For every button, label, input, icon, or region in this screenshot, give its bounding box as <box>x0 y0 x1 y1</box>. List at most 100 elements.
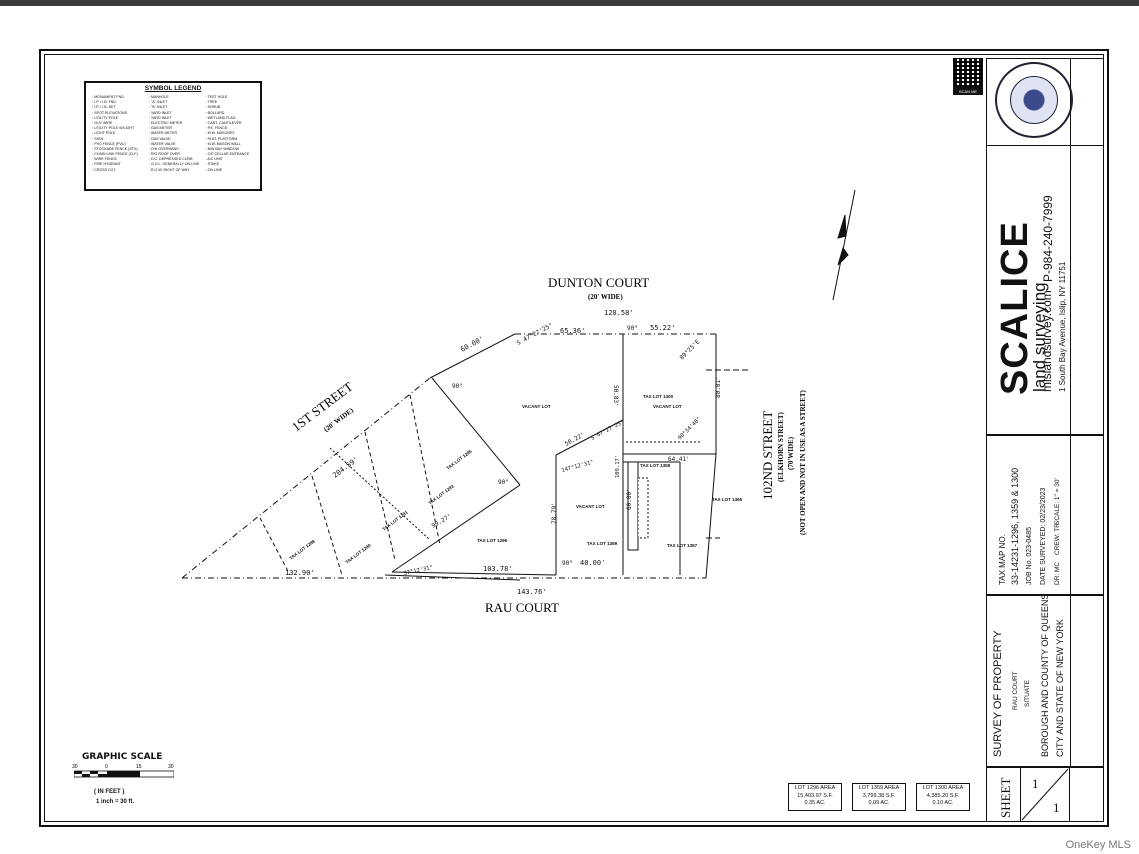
legend-item: MONUMENT FND <box>92 95 147 100</box>
street-rau-label: RAU COURT <box>485 600 559 615</box>
sheet-label: SHEET <box>998 777 1013 818</box>
lot-line-2 <box>431 377 521 486</box>
dim-90-34: 90°34'48" <box>677 416 702 441</box>
legend-item: "A"-INLET <box>149 100 204 105</box>
legend-item: GAS VALVE <box>149 137 204 142</box>
drawn-by: DR: MC <box>1054 561 1061 585</box>
interior-lot-3 <box>364 431 396 561</box>
date-surveyed: DATE SURVEYED: 02/23/2023 <box>1040 487 1047 585</box>
lot-1296: TAX LOT 1296 <box>477 538 508 543</box>
watermark: OneKey MLS <box>1065 839 1131 851</box>
interior-lot-5 <box>329 447 431 541</box>
legend-item: ON LINE <box>205 168 260 173</box>
lot-1300: TAX LOT 1300 <box>643 394 674 399</box>
interior-lot-4 <box>409 394 441 546</box>
area-sf: 15,403.97 S.F. <box>797 793 833 799</box>
scale-ratio: 1 inch = 30 ft. <box>96 799 135 805</box>
legend-item: STAKE <box>205 162 260 167</box>
qr-label: SCAN ME <box>953 88 983 95</box>
legend-item: SIGN <box>92 137 147 142</box>
dim-147-12: 147°12'31" <box>561 460 595 474</box>
lot-a: TAX LOT 1283 <box>428 483 456 505</box>
scale-units: ( IN FEET ) <box>94 789 125 795</box>
dim-40-00: 40.00' <box>580 559 605 567</box>
sheet-number-box <box>1020 767 1070 822</box>
scale-tick: 0 <box>105 764 108 770</box>
sheet-number: 1 <box>1032 776 1039 791</box>
dim-bearing-a: S 47°27'25" <box>516 322 554 347</box>
legend-item: M.W. MASONRY <box>205 131 260 136</box>
legend-item: WATER METER <box>149 131 204 136</box>
legend-item: P.E. FENCE <box>205 126 260 131</box>
street-102nd-note: (NOT OPEN AND NOT IN USE AS A STREET) <box>799 389 807 535</box>
top-bar <box>0 0 1139 6</box>
dim-109-17: 109.17' <box>615 455 621 478</box>
lot-line-12 <box>705 453 717 579</box>
area-box-1296: LOT 1296 AREA 15,403.97 S.F. 0.35 AC. <box>788 783 842 811</box>
north-arrow <box>832 189 856 301</box>
company-address: 1 South Bay Avenue, Islip, NY 11751 <box>1058 261 1067 392</box>
company-website[interactable]: mlslandsurvey.com <box>1040 290 1054 392</box>
street-dunton-label: DUNTON COURT <box>548 275 649 290</box>
legend-item: UTILITY POLE <box>92 116 147 121</box>
legend-item: TEST HOLE <box>205 95 260 100</box>
job-number: JOB No. 023-0485 <box>1026 527 1033 585</box>
survey-title: SURVEY OF PROPERTY <box>992 630 1004 757</box>
legend-item: C/E CELLAR ENTRANCE <box>205 152 260 157</box>
surveyor-seal-icon <box>995 62 1073 138</box>
seal-emblem-icon <box>1010 76 1058 124</box>
dim-55-22: 55.22' <box>650 324 675 332</box>
area-title: LOT 1359 AREA <box>858 785 900 791</box>
area-title: LOT 1300 AREA <box>922 785 964 791</box>
survey-situate: SITUATE <box>1024 680 1031 707</box>
area-sf: 4,385.20 S.F. <box>926 793 960 799</box>
dim-90-mid: 90° <box>498 479 509 486</box>
dim-37-12: 37°12'31" <box>403 565 433 577</box>
legend-item: MANHOLE <box>149 95 204 100</box>
legend-item: CANT. CANTILEVER <box>205 121 260 126</box>
legend-item: LIGHT POLE <box>92 131 147 136</box>
dim-90-corner: 90° <box>452 383 463 390</box>
titleblock-notes-column <box>1070 58 1104 767</box>
qr-code-icon[interactable] <box>953 58 983 88</box>
dim-50-83: 50.83' <box>612 385 619 407</box>
area-ac: 0.35 AC. <box>804 800 826 806</box>
legend-item: "B"-INLET <box>149 105 204 110</box>
dim-bearing-b: 89°25'E <box>678 338 701 361</box>
legend-item: CROSS CUT <box>92 168 147 173</box>
scale-bar <box>74 770 174 778</box>
dim-80-01: 80.01' <box>715 376 722 398</box>
pavement-line <box>384 574 521 581</box>
sheet-divider <box>1021 768 1069 821</box>
dim-103-78: 103.78' <box>483 565 513 573</box>
legend-item: R.O.W. RIGHT OF WAY <box>149 168 204 173</box>
sheet-border <box>39 49 1109 827</box>
legend-item: SPOT ELEVATIONS <box>92 111 147 116</box>
lot-vacant-b: VACANT LOT <box>653 404 682 409</box>
legend-item: BOLLARD <box>205 111 260 116</box>
legend-item: I.P. / I.B. SET <box>92 105 147 110</box>
drawing-scale: SCALE: 1" = 30' <box>1054 478 1061 525</box>
crew: CREW: TR <box>1054 523 1061 555</box>
survey-street: RAU COURT <box>1012 671 1019 710</box>
street-dunton-width: (20' WIDE) <box>588 293 623 301</box>
interior-lot-1 <box>259 517 291 576</box>
lot-line-1 <box>429 333 516 379</box>
legend-item: M.W. MASON WALL <box>205 142 260 147</box>
legend-item: CHAIN LINK FENCE (CLF) <box>92 152 147 157</box>
area-box-1300: LOT 1300 AREA 4,385.20 S.F. 0.10 AC. <box>916 783 970 811</box>
dim-204-59: 204.59' <box>331 455 359 479</box>
dim-120-58: 120.58' <box>604 309 634 317</box>
legend-title: SYMBOL LEGEND <box>144 85 202 92</box>
legend-item: WETLAND FLAG <box>205 116 260 121</box>
area-ac: 0.09 AC. <box>868 800 890 806</box>
lot-vacant-a: VACANT LOT <box>522 404 551 409</box>
dim-78-79: 78.79' <box>551 502 558 524</box>
scale-tick: 30 <box>72 764 78 770</box>
legend-item: YARD INLET <box>149 111 204 116</box>
scale-tick: 15 <box>136 764 142 770</box>
legend-item: B/W BAY WINDOW <box>205 147 260 152</box>
legend-item: R/O ROOF OVER <box>149 152 204 157</box>
legend-item: WIRE FENCE <box>92 157 147 162</box>
